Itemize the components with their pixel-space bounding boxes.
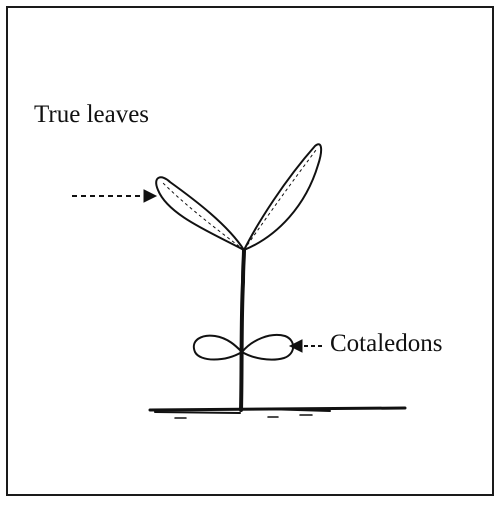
true-leaves-arrow	[72, 190, 156, 202]
true-leaf-left	[156, 177, 244, 250]
cotyledon-right	[242, 335, 293, 360]
stem	[241, 250, 244, 410]
ground-line	[150, 408, 405, 418]
cotyledon-left	[194, 336, 242, 360]
true-leaf-right	[244, 144, 321, 250]
cotyledons-arrow	[290, 340, 322, 352]
